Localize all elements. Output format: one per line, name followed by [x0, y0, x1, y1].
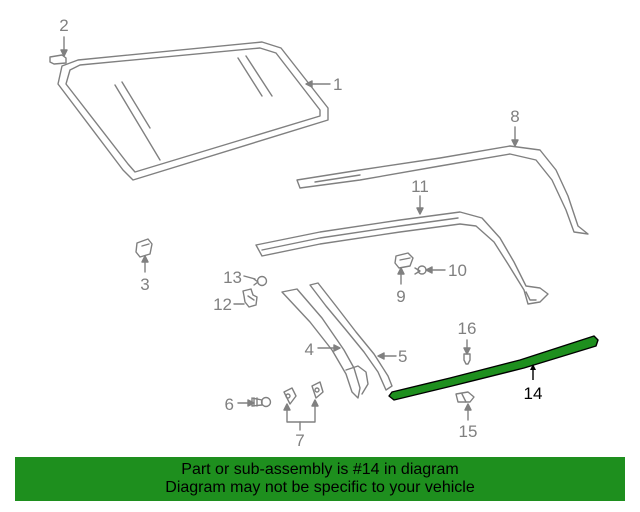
part-2-clip — [49, 36, 68, 65]
part-5-pillar-seal — [309, 282, 397, 391]
part-7-clips — [283, 381, 324, 431]
part-12-clip — [233, 288, 258, 308]
callout-12: 12 — [213, 295, 232, 314]
callout-15: 15 — [459, 422, 478, 441]
callout-5: 5 — [398, 347, 407, 366]
part-6-screw — [237, 396, 272, 408]
part-3-cap — [135, 238, 153, 273]
part-13-grommet — [243, 275, 268, 287]
callout-6: 6 — [225, 395, 234, 414]
callout-2: 2 — [59, 16, 68, 35]
part-10-clip — [414, 265, 446, 275]
part-15-clip — [455, 391, 475, 421]
part-11-drip-molding — [255, 195, 549, 305]
callout-1: 1 — [333, 75, 342, 94]
part-9-clip — [394, 252, 414, 285]
callout-14: 14 — [524, 384, 543, 403]
info-banner: Part or sub-assembly is #14 in diagram D… — [15, 457, 625, 501]
callout-16: 16 — [458, 319, 477, 338]
banner-line-part: Part or sub-assembly is #14 in diagram — [181, 461, 459, 478]
parts-diagram-svg: 2 1 8 11 3 13 12 9 10 4 5 16 6 7 15 14 — [49, 16, 599, 450]
part-4-pillar-garnish — [281, 288, 369, 399]
callout-13: 13 — [223, 268, 242, 287]
callout-8: 8 — [510, 107, 519, 126]
parts-diagram: 2 1 8 11 3 13 12 9 10 4 5 16 6 7 15 14 — [49, 16, 599, 450]
callout-9: 9 — [396, 287, 405, 306]
part-8-roof-molding — [296, 126, 589, 235]
callout-4: 4 — [305, 340, 314, 359]
callout-11: 11 — [411, 177, 429, 196]
callout-10: 10 — [448, 261, 467, 280]
part-16-clip — [463, 339, 471, 365]
callout-7: 7 — [295, 431, 304, 450]
callout-3: 3 — [140, 275, 149, 294]
part-14-belt-molding — [388, 335, 599, 401]
part-1-rear-glass — [57, 41, 331, 181]
banner-line-disclaimer: Diagram may not be specific to your vehi… — [165, 479, 475, 496]
